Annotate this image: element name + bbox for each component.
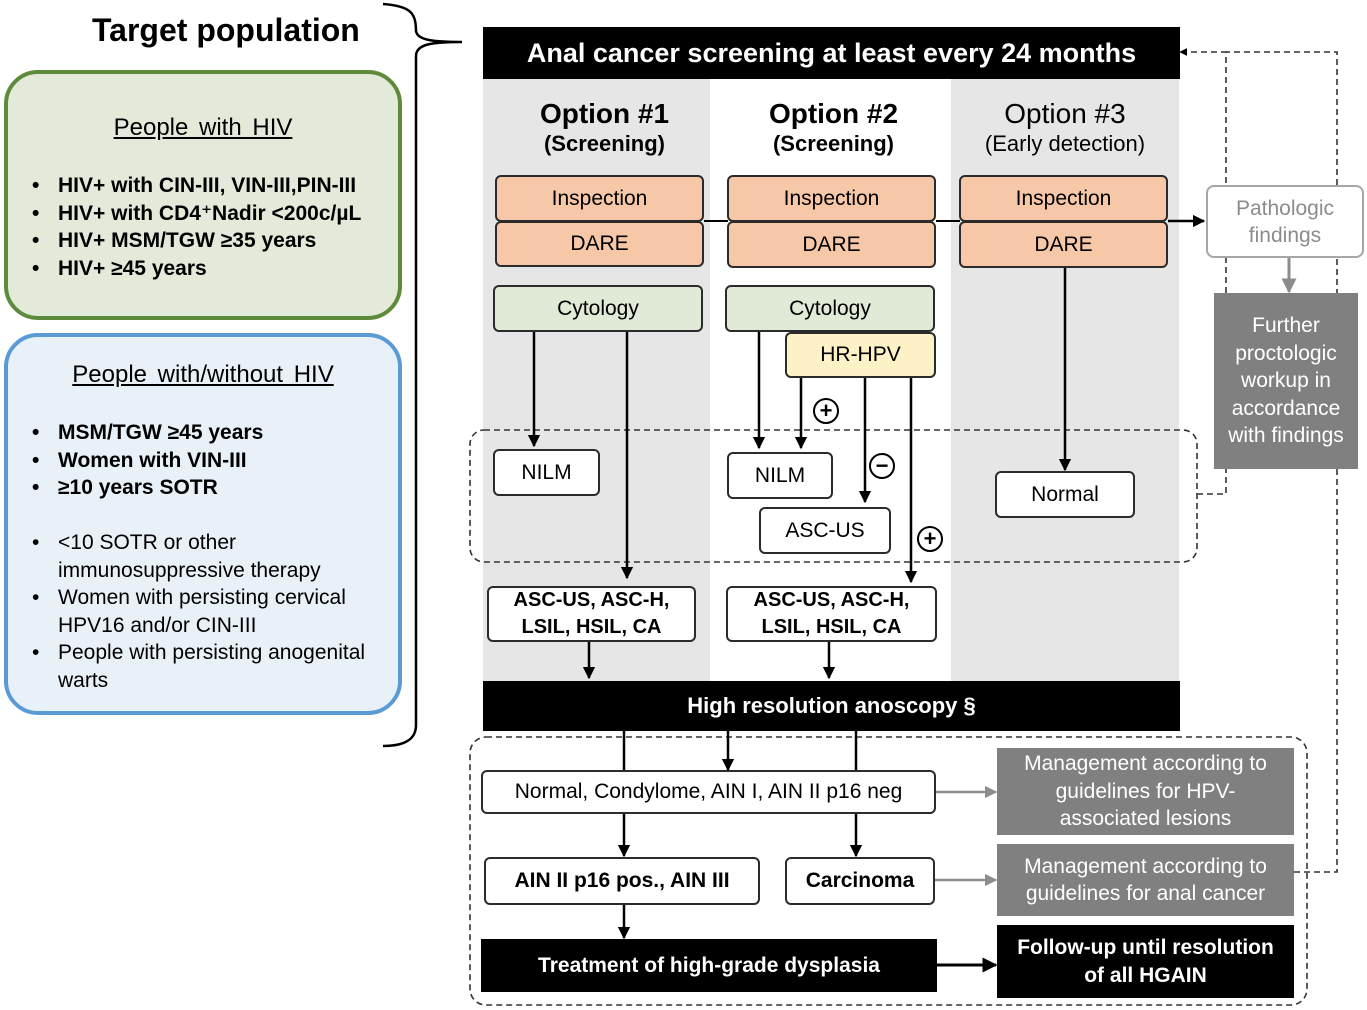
option3-dare-box: DARE — [959, 221, 1168, 268]
option1-abnormal-cytology-box: ASC-US, ASC-H, LSIL, HSIL, CA — [487, 586, 696, 642]
general-priority-list: MSM/TGW ≥45 years Women with VIN-III ≥10… — [30, 419, 390, 502]
option2-dare-box: DARE — [727, 221, 936, 268]
general-population-group: People with/without HIV MSM/TGW ≥45 year… — [4, 333, 402, 715]
hiv-criteria-list: HIV+ with CIN-III, VIN-III,PIN-III HIV+ … — [30, 172, 390, 282]
follow-up-box: Follow-up until resolution of all HGAIN — [997, 925, 1294, 998]
results-dashed-group — [469, 429, 1198, 563]
option1-title: Option #1 — [539, 98, 670, 129]
general-criterion: People with persisting anogenital warts — [30, 639, 390, 694]
treatment-box: Treatment of high-grade dysplasia — [481, 939, 937, 992]
high-resolution-anoscopy-bar: High resolution anoscopy § — [483, 681, 1180, 731]
hiv-criterion: HIV+ with CIN-III, VIN-III,PIN-III — [30, 172, 390, 200]
option2-asc-us-box: ASC-US — [759, 507, 891, 554]
hiv-group-title: People with HIV — [113, 114, 293, 141]
hr-hpv-box: HR-HPV — [785, 332, 936, 378]
option2-abnormal-cytology-box: ASC-US, ASC-H, LSIL, HSIL, CA — [726, 586, 937, 642]
option3-subtitle: (Early detection) — [984, 131, 1146, 156]
option1-heading: Option #1 (Screening) — [483, 98, 726, 158]
general-criterion: <10 SOTR or other immunosuppressive ther… — [30, 529, 390, 584]
target-brace — [382, 2, 463, 748]
target-population-title: Target population — [92, 12, 360, 48]
hiv-population-group: People with HIV HIV+ with CIN-III, VIN-I… — [4, 70, 402, 320]
general-criterion: ≥10 years SOTR — [30, 474, 390, 502]
general-group-title: People with/without HIV — [72, 361, 334, 388]
general-criterion: MSM/TGW ≥45 years — [30, 419, 390, 447]
option3-normal-box: Normal — [995, 471, 1135, 518]
general-other-list: <10 SOTR or other immunosuppressive ther… — [30, 529, 390, 694]
hiv-criterion: HIV+ MSM/TGW ≥35 years — [30, 227, 390, 255]
option3-heading: Option #3 (Early detection) — [951, 98, 1179, 158]
carcinoma-box: Carcinoma — [785, 857, 935, 905]
loop-from-normal — [1179, 48, 1227, 495]
screening-header: Anal cancer screening at least every 24 … — [483, 27, 1180, 79]
hra-results-dashed-group — [469, 736, 1308, 1006]
option2-nilm-box: NILM — [727, 452, 833, 499]
minus-icon: − — [869, 453, 895, 479]
hpv-management-box: Management according to guidelines for H… — [997, 748, 1294, 835]
option3-title: Option #3 — [1004, 98, 1126, 129]
option2-subtitle: (Screening) — [772, 131, 895, 156]
option2-cytology-box: Cytology — [725, 285, 935, 332]
option2-heading: Option #2 (Screening) — [712, 98, 955, 158]
option2-title: Option #2 — [768, 98, 899, 129]
option1-dare-box: DARE — [495, 221, 704, 267]
option1-subtitle: (Screening) — [543, 131, 666, 156]
option1-cytology-box: Cytology — [493, 285, 703, 332]
general-criterion: Women with VIN-III — [30, 447, 390, 475]
cancer-management-box: Management according to guidelines for a… — [997, 844, 1294, 916]
high-grade-outcome-box: AIN II p16 pos., AIN III — [484, 857, 760, 905]
hiv-criterion: HIV+ with CD4⁺Nadir <200c/µL — [30, 200, 390, 228]
plus-icon: + — [813, 398, 839, 424]
hiv-criterion: HIV+ ≥45 years — [30, 255, 390, 283]
pathologic-findings-box: Pathologic findings — [1206, 185, 1364, 258]
plus-icon: + — [917, 526, 943, 552]
option1-nilm-box: NILM — [493, 449, 600, 496]
option1-inspection-box: Inspection — [495, 175, 704, 222]
general-criterion: Women with persisting cervical HPV16 and… — [30, 584, 390, 639]
option3-inspection-box: Inspection — [959, 175, 1168, 222]
option2-inspection-box: Inspection — [727, 175, 936, 222]
low-grade-outcome-box: Normal, Condylome, AIN I, AIN II p16 neg — [481, 770, 936, 814]
further-workup-box: Further proctologic workup in accordance… — [1214, 293, 1358, 469]
